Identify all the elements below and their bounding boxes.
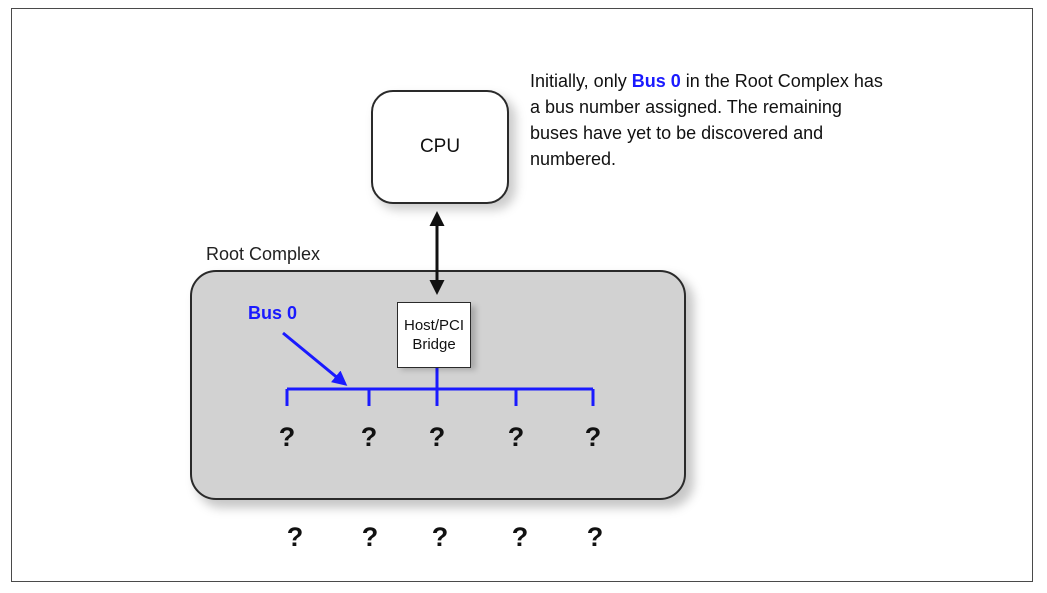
note-prefix: Initially, only [530, 71, 632, 91]
bridge-label-line1: Host/PCI [403, 317, 464, 334]
unknown-bus-marker: ? [511, 522, 529, 552]
explanatory-note: Initially, only Bus 0 in the Root Comple… [530, 68, 890, 172]
unknown-bus-marker: ? [361, 522, 379, 552]
unknown-bus-marker: ? [431, 522, 449, 552]
bus-0-line [285, 368, 595, 406]
unknown-device-marker: ? [584, 422, 602, 452]
diagram-frame [11, 8, 1033, 582]
root-complex-label: Root Complex [206, 244, 321, 264]
unknown-bus-marker: ? [586, 522, 604, 552]
cpu-label: CPU [419, 136, 461, 157]
note-bus-0-highlight: Bus 0 [631, 71, 681, 91]
unknown-device-marker: ? [428, 422, 446, 452]
unknown-device-marker: ? [278, 422, 296, 452]
bus-0-pointer-arrow [282, 331, 348, 386]
unknown-device-marker: ? [360, 422, 378, 452]
bridge-label-line2: Bridge [412, 336, 456, 353]
host-pci-bridge: Host/PCI Bridge [397, 302, 471, 368]
bus-0-label: Bus 0 [248, 303, 298, 323]
cpu-box: CPU [371, 90, 509, 204]
note-suffix: in the Root Complex has a bus number ass… [530, 71, 883, 169]
unknown-device-marker: ? [507, 422, 525, 452]
unknown-bus-marker: ? [286, 522, 304, 552]
